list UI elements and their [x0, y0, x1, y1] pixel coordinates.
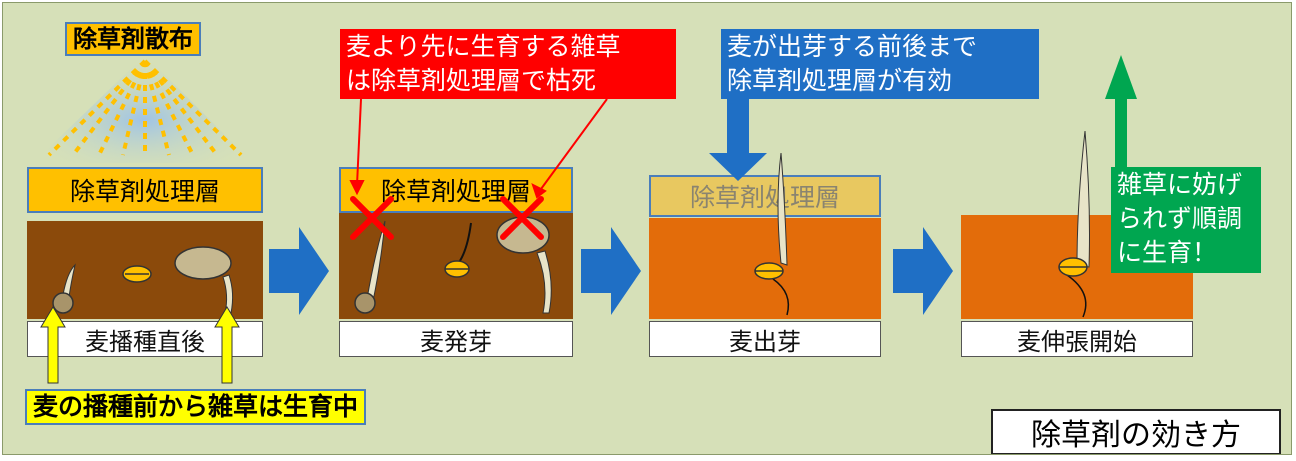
- wheat-grows-line1: 雑草に妨げ: [1117, 170, 1243, 199]
- red-pointer-lines: [349, 98, 608, 199]
- weed-seed-stage1b: [174, 246, 234, 314]
- weeds-killed-line1: 麦より先に生育する雑草: [346, 32, 621, 61]
- caption: 除草剤の効き方: [991, 409, 1281, 454]
- effective-until-line2: 除草剤処理層が有効: [727, 66, 953, 95]
- cross-icon: [350, 196, 544, 240]
- sprout-icon-stage4: [1058, 130, 1090, 318]
- effective-until-callout: 麦が出芽する前後まで 除草剤処理層が有効: [721, 29, 1039, 99]
- weeds-killed-line2: は除草剤処理層で枯死: [346, 66, 597, 95]
- stage-label-4: 麦伸張開始: [961, 321, 1193, 357]
- weeds-before-sowing-callout: 麦の播種前から雑草は生育中: [25, 389, 367, 425]
- spray-label: 除草剤散布: [65, 22, 201, 56]
- herbicide-layer-stage3: 除草剤処理層: [649, 175, 881, 217]
- seed-icon-stage1: [122, 265, 152, 283]
- diagram-canvas: 除草剤散布 除草剤処理層 麦播種直後 除草剤処理層 麦発芽 除草剤処理層 麦出芽…: [2, 2, 1292, 455]
- wheat-grows-callout: 雑草に妨げ られず順調 に生育！: [1111, 167, 1261, 273]
- stage-label-2: 麦発芽: [339, 321, 573, 357]
- herbicide-layer-stage1: 除草剤処理層: [27, 167, 263, 213]
- diagram-graphics: [33, 55, 1137, 384]
- wheat-grows-line3: に生育！: [1117, 238, 1218, 267]
- stage-label-3: 麦出芽: [649, 321, 881, 357]
- weed-sprout-stage2a: [354, 220, 386, 314]
- right-arrow-icon: [269, 227, 953, 315]
- sprout-icon-stage3: [754, 152, 790, 316]
- sprout-icon-stage2: [444, 222, 472, 278]
- effective-until-line1: 麦が出芽する前後まで: [727, 32, 978, 61]
- weeds-killed-callout: 麦より先に生育する雑草 は除草剤処理層で枯死: [340, 29, 676, 99]
- blue-down-arrow-icon: [709, 99, 767, 181]
- wheat-grows-line2: られず順調: [1117, 204, 1243, 233]
- weed-sprout-stage1a: [52, 263, 76, 314]
- yellow-up-arrows: [40, 306, 240, 384]
- green-up-arrow-icon: [1105, 55, 1137, 167]
- spray-arrows-icon: [47, 59, 243, 157]
